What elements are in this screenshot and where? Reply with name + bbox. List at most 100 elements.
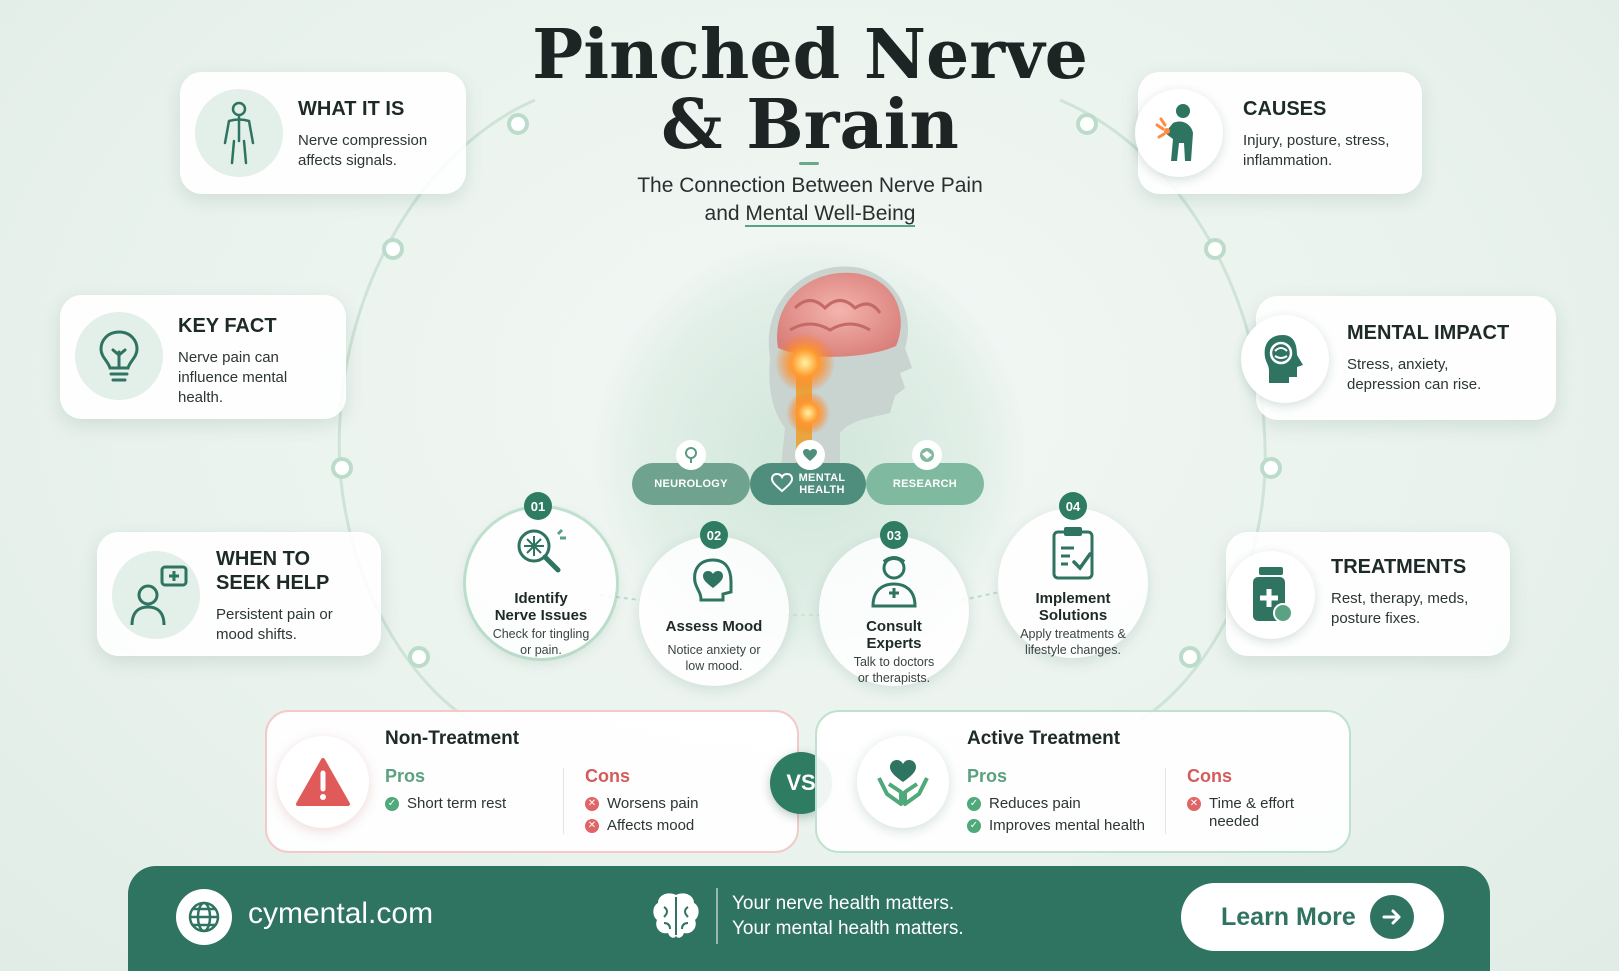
desc-line: lifestyle changes. (1025, 643, 1121, 657)
back-pain-icon (1135, 89, 1223, 177)
footer-divider (716, 888, 718, 944)
cons-line: Time & effort (1209, 795, 1295, 812)
check-icon: ✓ (385, 797, 399, 811)
text-line: Nerve pain can (178, 349, 279, 366)
list-item: ✕Affects mood (585, 817, 694, 835)
magnifier-nerve-icon (517, 528, 566, 573)
subtitle-prefix: and (704, 202, 746, 225)
step-3: Consult Experts Talk to doctors or thera… (819, 536, 969, 686)
tagline-line: Your nerve health matters. (732, 893, 955, 914)
pill-research: RESEARCH (866, 463, 984, 505)
arrow-right-icon (1370, 895, 1414, 939)
heart-outline-icon (770, 472, 793, 496)
title-line: Consult (866, 618, 922, 635)
card-treatments: TREATMENTS Rest, therapy, meds, posture … (1226, 532, 1510, 656)
step-4-number: 04 (1059, 492, 1087, 520)
card-treatments-title: TREATMENTS (1331, 556, 1467, 578)
card-when-title: WHEN TO SEEK HELP (216, 547, 329, 595)
pill-mental-line-2: HEALTH (799, 484, 845, 496)
list-item-text: Reduces pain (989, 795, 1081, 812)
non-treatment-title: Non-Treatment (385, 728, 520, 749)
list-item-text: Improves mental health (989, 817, 1145, 834)
text-line: Stress, anxiety, (1347, 356, 1449, 373)
footer-tagline: Your nerve health matters. Your mental h… (732, 891, 964, 941)
lightbulb-icon (75, 312, 163, 400)
step-3-number: 03 (880, 521, 908, 549)
comparison-active-treatment: Active Treatment Pros ✓Reduces pain ✓Imp… (815, 710, 1351, 853)
x-icon: ✕ (585, 819, 599, 833)
heart-head-icon (795, 440, 825, 470)
non-treatment-cons-label: Cons (585, 766, 630, 786)
text-line: posture fixes. (1331, 610, 1421, 627)
card-what-it-is-title: WHAT IT IS (298, 98, 405, 120)
step-4-title: Implement Solutions (1008, 590, 1138, 624)
title-line: WHEN TO (216, 548, 311, 570)
globe-research-icon (912, 440, 942, 470)
active-treatment-title: Active Treatment (967, 728, 1121, 749)
text-line: Injury, posture, stress, (1243, 132, 1390, 149)
check-icon: ✓ (967, 819, 981, 833)
text-line: mood shifts. (216, 626, 297, 643)
subtitle-highlight: Mental Well-Being (745, 202, 916, 227)
step-2-desc: Notice anxiety or low mood. (651, 642, 777, 674)
desc-line: Apply treatments & (1020, 627, 1126, 641)
comparison-non-treatment: Non-Treatment Pros ✓Short term rest Cons… (265, 710, 799, 853)
pill-research-label: RESEARCH (892, 478, 958, 490)
card-key-fact: KEY FACT Nerve pain can influence mental… (60, 295, 346, 419)
list-item-text: Short term rest (407, 795, 507, 812)
learn-more-label: Learn More (1221, 902, 1356, 931)
list-item-text: Worsens pain (607, 795, 699, 812)
card-mental-impact: MENTAL IMPACT Stress, anxiety, depressio… (1241, 296, 1556, 420)
card-what-it-is-text: Nerve compression affects signals. (298, 131, 427, 171)
card-what-it-is: WHAT IT IS Nerve compression affects sig… (180, 72, 466, 194)
tree-icon (676, 440, 706, 470)
medicine-bottle-icon (1227, 551, 1315, 639)
site-link[interactable]: cymental.com (248, 897, 434, 930)
step-4-desc: Apply treatments & lifestyle changes. (1010, 626, 1136, 658)
divider (1165, 768, 1166, 834)
step-3-title: Consult Experts (829, 618, 959, 652)
card-key-fact-text: Nerve pain can influence mental health. (178, 348, 287, 408)
human-body-icon (195, 89, 283, 177)
hands-heart-icon (857, 736, 949, 828)
desc-line: Check for tingling (492, 627, 590, 641)
brain-head-illustration (768, 266, 912, 478)
warning-icon (277, 736, 369, 828)
title-line: SEEK HELP (216, 572, 330, 594)
card-causes-text: Injury, posture, stress, inflammation. (1243, 131, 1389, 171)
globe-icon (176, 889, 232, 945)
list-item: ✓ Improves mental health (967, 817, 1145, 835)
x-icon: ✕ (1187, 797, 1201, 811)
step-1: Identify Nerve Issues Check for tingling… (466, 508, 616, 658)
subtitle: The Connection Between Nerve Pain and Me… (560, 172, 1060, 228)
learn-more-button[interactable]: Learn More (1181, 883, 1444, 951)
x-icon: ✕ (585, 797, 599, 811)
card-mental-impact-text: Stress, anxiety, depression can rise. (1347, 355, 1481, 395)
list-item: ✓ Short term rest (385, 795, 506, 813)
title-line-1: Pinched Nerve (532, 15, 1088, 95)
subtitle-line-1: The Connection Between Nerve Pain (637, 174, 983, 197)
step-1-title: Identify Nerve Issues (476, 590, 606, 624)
card-mental-impact-title: MENTAL IMPACT (1347, 322, 1510, 344)
page-title: Pinched Nerve & Brain (460, 20, 1160, 160)
title-divider (799, 162, 819, 165)
step-2: Assess Mood Notice anxiety or low mood. (639, 536, 789, 686)
title-line-2: & Brain (661, 85, 959, 165)
step-1-number: 01 (524, 492, 552, 520)
cons-line: needed (1209, 813, 1260, 830)
subtitle-line-2: and Mental Well-Being (560, 200, 1060, 228)
desc-line: or pain. (520, 643, 562, 657)
step-2-number: 02 (700, 521, 728, 549)
tagline-line: Your mental health matters. (732, 918, 964, 939)
divider (563, 768, 564, 834)
text-line: health. (178, 389, 224, 406)
title-line: Nerve Issues (494, 607, 588, 624)
desc-line: or therapists. (857, 671, 931, 685)
title-line: Implement (1035, 590, 1111, 607)
step-4: Implement Solutions Apply treatments & l… (998, 508, 1148, 658)
text-line: Rest, therapy, meds, (1331, 590, 1469, 607)
